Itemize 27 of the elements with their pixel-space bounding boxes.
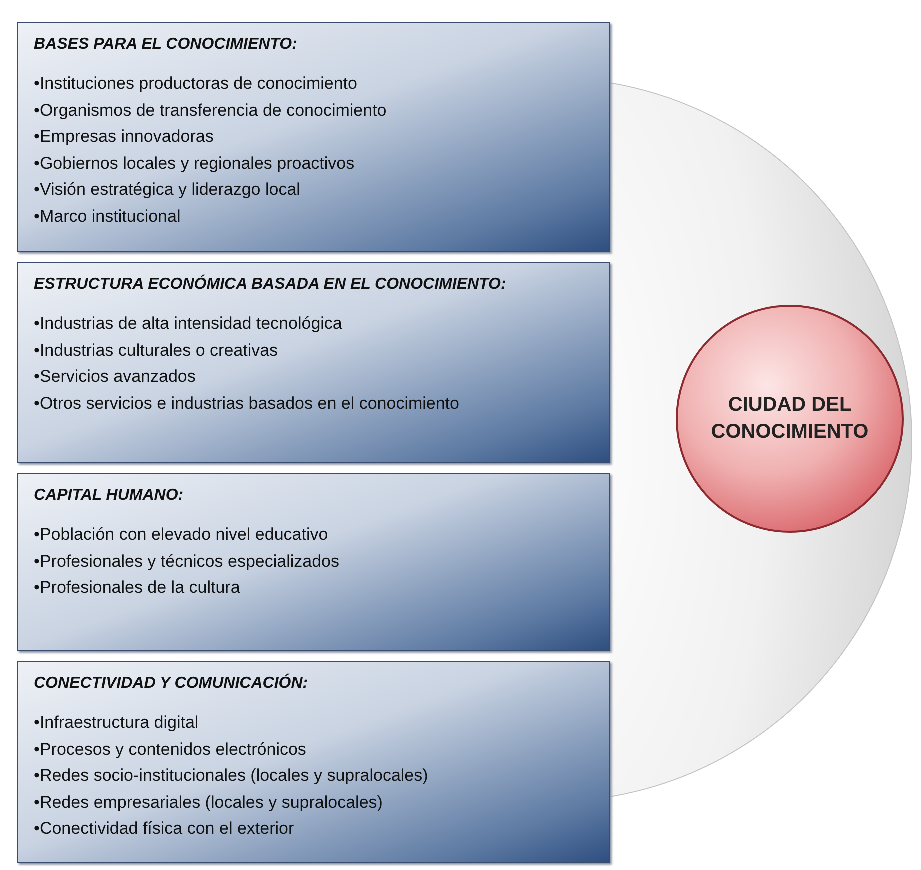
bullet-item: •Organismos de transferencia de conocimiento — [34, 100, 388, 122]
bullet-item: •Conectividad física con el exterior — [34, 818, 296, 840]
bullet-item: •Gobiernos locales y regionales proactivos — [34, 152, 356, 174]
bullet-item: •Procesos y contenidos electrónicos — [34, 738, 308, 760]
bullet-item: •Industrias de alta intensidad tecnológica — [34, 313, 344, 335]
bullet-item: •Visión estratégica y liderazgo local — [34, 179, 302, 201]
bullet-item: •Instituciones productoras de conocimiento — [34, 73, 358, 95]
bullet-item: •Profesionales de la cultura — [34, 577, 242, 599]
bullet-item: •Redes socio-institucionales (locales y supralocales) — [34, 765, 430, 787]
category-panel — [17, 661, 610, 863]
bullet-item: •Otros servicios e industrias basados en el conocimiento — [34, 392, 460, 414]
bullet-item: •Profesionales y técnicos especializados — [34, 550, 341, 572]
panel-heading: BASES PARA EL CONOCIMIENTO: — [34, 35, 298, 55]
category-panel — [17, 473, 610, 651]
panel-heading: CONECTIVIDAD Y COMUNICACIÓN: — [34, 672, 310, 694]
category-panel — [17, 262, 610, 463]
circle-label: CIUDAD DEL CONOCIMIENTO — [710, 393, 870, 445]
bullet-item: •Empresas innovadoras — [34, 126, 215, 148]
category-panel — [17, 22, 610, 252]
panel-heading: ESTRUCTURA ECONÓMICA BASADA EN EL CONOCIMIENTO: — [34, 274, 508, 295]
panel-heading: CAPITAL HUMANO: — [34, 486, 185, 506]
bullet-item: •Población con elevado nivel educativo — [34, 524, 330, 546]
bullet-item: •Infraestructura digital — [34, 712, 200, 734]
bullet-item: •Industrias culturales o creativas — [34, 340, 280, 362]
bullet-item: •Servicios avanzados — [34, 366, 197, 388]
bullet-item: •Redes empresariales (locales y supralocales) — [34, 792, 384, 814]
bullet-item: •Marco institucional — [34, 206, 182, 228]
